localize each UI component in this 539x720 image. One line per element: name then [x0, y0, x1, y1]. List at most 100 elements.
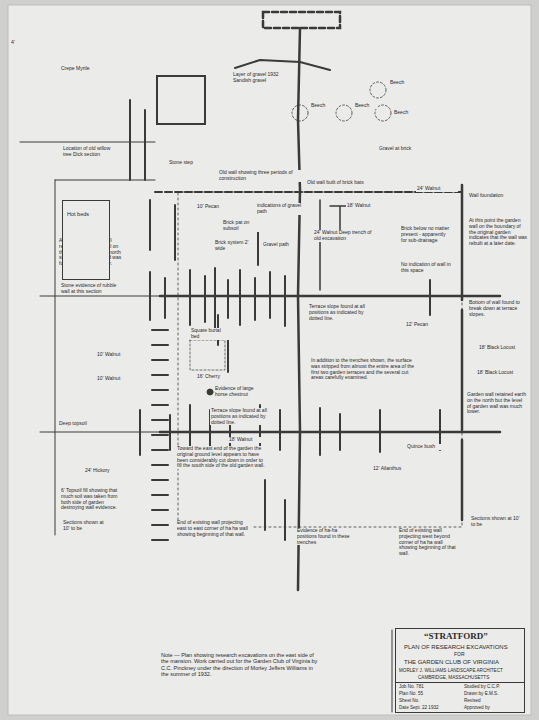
plan-label: 6' Topsoil fill showing that much soil w… [60, 488, 120, 511]
trench-stroke [239, 270, 241, 325]
plan-label: Square burial bed [190, 328, 230, 340]
plan-label: Sections shown at 10' to be [470, 516, 522, 528]
trench-stroke [269, 272, 271, 318]
title-block-text: Job No. 781 [399, 684, 424, 689]
trench-stroke [152, 479, 168, 481]
plan-label: Note — Plan showing research excavations… [160, 652, 320, 677]
plan-label: Beech [393, 110, 417, 116]
trench-stroke [279, 410, 281, 450]
plan-label: Stone step [168, 160, 198, 166]
trench-stroke [152, 344, 168, 346]
plan-label: Wall foundation [468, 193, 520, 199]
plan-label: Beech [354, 103, 378, 109]
plan-label: Brick system 2' wide [214, 240, 250, 252]
trench-stroke [152, 434, 168, 436]
trench-stroke [169, 415, 171, 450]
plan-label: Old wall showing three periods of constr… [218, 170, 308, 182]
trench-stroke [152, 404, 168, 406]
trench-stroke [379, 410, 381, 452]
title-block-text: Date Sept. 22 1932 [399, 705, 439, 710]
trench-stroke [152, 539, 168, 541]
plan-label: 18' Walnut [228, 437, 263, 443]
plan-label: Layer of gravel 1932 Sandish gravel [232, 72, 294, 84]
trench-stroke [152, 524, 168, 526]
plan-label: Brick below no matter present - apparent… [400, 226, 452, 243]
title-block-text: THE GARDEN CLUB OF VIRGINIA [404, 659, 499, 666]
trench-strokes [140, 200, 440, 540]
trench-stroke [152, 419, 168, 421]
title-rule [396, 682, 524, 683]
trench-stroke [174, 205, 176, 260]
plan-label: Evidence of ha-ha positions found in the… [296, 528, 358, 545]
plan-label: Gravel path [262, 242, 294, 248]
trench-stroke [152, 389, 168, 391]
plan-label: No indication of wall in this space [400, 262, 452, 274]
title-block-text: MORLEY J. WILLIAMS LANDSCAPE ARCHITECT [399, 668, 503, 673]
trench-stroke [284, 500, 286, 540]
plan-label: Gravel at brick [378, 146, 423, 152]
trench-stroke [152, 464, 168, 466]
title-block-text: FOR [454, 652, 465, 658]
title-block-text: Revised [464, 698, 481, 703]
plan-label: Terrace slope found at all positions as … [308, 304, 374, 321]
plan-label: 4' [10, 40, 24, 46]
sheet-title: “STRATFORD” [424, 632, 488, 642]
trench-stroke [227, 280, 229, 318]
plan-label: indications of gravel path [256, 203, 306, 215]
trench-stroke [164, 278, 166, 318]
plan-label: End of existing wall projecting east to … [176, 520, 252, 537]
plan-label: 18' Walnut [346, 203, 381, 209]
plan-label: Location of old willow tree Dick section [62, 146, 117, 158]
plan-label: Quince bush [406, 444, 444, 450]
plan-label: Crepe Myrtle [60, 66, 110, 72]
plan-label: 24' Walnut Deep trench of old excavation [313, 230, 373, 242]
trench-stroke [264, 480, 266, 530]
paper-sheet [8, 5, 531, 715]
plan-label: Sections shown at 10' to be [62, 520, 108, 532]
plan-label: Evidence of large horse chestnut [214, 386, 256, 398]
trench-stroke [152, 449, 168, 451]
trench-stroke [189, 270, 191, 325]
plan-label: Stone evidence of rubble wall at this se… [60, 283, 118, 295]
plan-label: 12' Pecan [405, 322, 437, 328]
plan-label: 10' Walnut [96, 352, 134, 358]
trench-stroke [204, 276, 206, 322]
trench-stroke [319, 408, 321, 455]
box-label: Hot beds [67, 211, 89, 217]
plan-label: Beech [389, 80, 413, 86]
title-block-text: Approved by [464, 705, 490, 710]
trench-stroke [429, 280, 431, 315]
trench-stroke [152, 329, 168, 331]
plan-label: Deep topsoil [58, 421, 98, 427]
title-block-text: PLAN OF RESEARCH EXCAVATIONS [404, 644, 508, 651]
plan-label: Terrace slope found at all positions as … [210, 408, 272, 425]
trench-stroke [284, 276, 286, 326]
title-block-text: Sheet No. [399, 698, 419, 703]
plan-label: 16' Cherry [196, 374, 228, 380]
trench-stroke [227, 340, 229, 372]
title-block-text: Studied by C.C.P. [464, 684, 500, 689]
plan-label: Old wall built of brick bats [306, 180, 378, 186]
trench-stroke [152, 359, 168, 361]
plan-label: Bottom of wall found to break down at te… [468, 300, 526, 317]
title-block-text: CAMBRIDGE, MASSACHUSETTS [418, 675, 489, 680]
plan-label: At this point the garden wall on the bou… [468, 218, 530, 247]
plan-label: 18' Black Locust [476, 370, 524, 376]
trench-stroke [339, 414, 341, 450]
trench-stroke [152, 374, 168, 376]
title-block: “STRATFORD” PLAN OF RESEARCH EXCAVATIONSF… [395, 628, 525, 713]
plan-label: In addition to the trenches shown, the s… [310, 358, 420, 381]
trench-stroke [149, 200, 151, 250]
plan-label: 18' Black Locust [478, 345, 526, 351]
plan-label: 10' Walnut [96, 376, 134, 382]
plan-label: End of existing wall projecting west bey… [398, 528, 460, 557]
trench-stroke [152, 509, 168, 511]
trench-stroke [139, 410, 141, 455]
title-block-text: Plan No. 55 [399, 691, 423, 696]
trench-stroke [152, 494, 168, 496]
plan-label: 12' Ailanthus [372, 466, 414, 472]
plan-outlines [20, 12, 500, 712]
plan-label: 10' Pecan [196, 204, 231, 210]
trench-stroke [254, 278, 256, 320]
